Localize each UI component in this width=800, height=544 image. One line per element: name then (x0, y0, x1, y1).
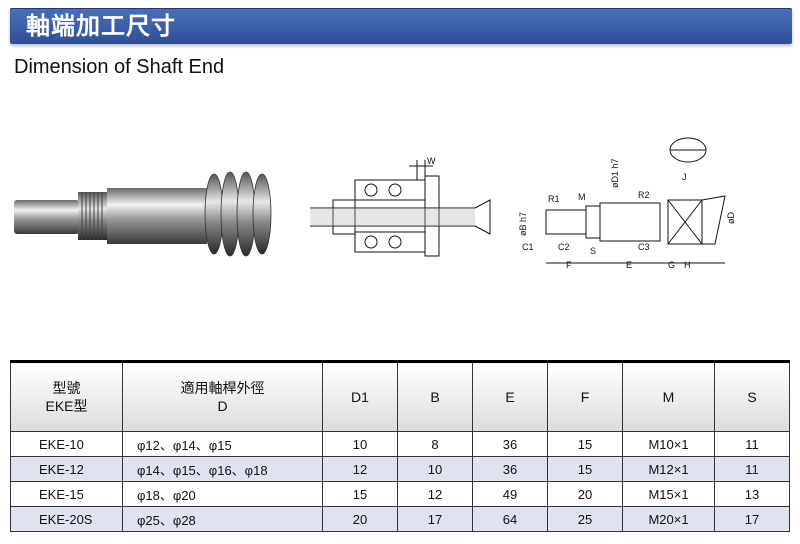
label-s: S (590, 246, 596, 256)
cell-dia: φ25、φ28 (122, 506, 323, 532)
table-row: EKE-12 φ14、φ15、φ16、φ18 12 10 36 15 M12×1… (10, 456, 790, 482)
cell-d1: 15 (322, 481, 398, 507)
cell-m: M20×1 (622, 506, 715, 532)
header-e: E (472, 361, 548, 432)
label-r1: R1 (548, 194, 560, 204)
cell-b: 10 (397, 456, 473, 482)
cell-dia: φ12、φ14、φ15 (122, 431, 323, 457)
page-title: 軸端加工尺寸 (26, 12, 176, 40)
header-m: M (622, 361, 715, 432)
cell-m: M15×1 (622, 481, 715, 507)
label-g: G (668, 260, 675, 270)
header-d1: D1 (322, 361, 398, 432)
label-c3: C3 (638, 242, 650, 252)
assembly-section-drawing: W (310, 156, 491, 257)
label-d1h7: øD1 h7 (610, 158, 620, 188)
cell-s: 11 (714, 456, 790, 482)
table-row: EKE-10 φ12、φ14、φ15 10 8 36 15 M10×1 11 (10, 431, 790, 457)
table-row: EKE-20S φ25、φ28 20 17 64 25 M20×1 17 (10, 506, 790, 532)
cell-f: 25 (547, 506, 623, 532)
cell-model: EKE-15 (10, 481, 123, 507)
header-f: F (547, 361, 623, 432)
cell-m: M12×1 (622, 456, 715, 482)
cell-f: 15 (547, 456, 623, 482)
cell-s: 17 (714, 506, 790, 532)
cell-b: 8 (397, 431, 473, 457)
title-bar: 軸端加工尺寸 (10, 8, 792, 44)
header-s: S (714, 361, 790, 432)
header-b: B (397, 361, 473, 432)
cell-b: 12 (397, 481, 473, 507)
cell-s: 11 (714, 431, 790, 457)
cell-e: 64 (472, 506, 548, 532)
cell-f: 15 (547, 431, 623, 457)
cell-e: 49 (472, 481, 548, 507)
shaft-dimension-drawing: R1 M øD1 h7 R2 J øD øB h7 C1 C2 S C3 F E… (518, 137, 736, 270)
label-h: H (684, 260, 691, 270)
cell-d1: 10 (322, 431, 398, 457)
cell-model: EKE-20S (10, 506, 123, 532)
label-w: W (427, 156, 436, 166)
cell-f: 20 (547, 481, 623, 507)
label-d: øD (726, 212, 736, 224)
label-r2: R2 (638, 190, 650, 200)
label-e: E (626, 260, 632, 270)
cell-model: EKE-10 (10, 431, 123, 457)
cell-m: M10×1 (622, 431, 715, 457)
label-b8h7: øB h7 (518, 212, 528, 236)
table-row: EKE-15 φ18、φ20 15 12 49 20 M15×1 13 (10, 481, 790, 507)
cell-model: EKE-12 (10, 456, 123, 482)
shaft-end-photo (14, 171, 272, 257)
cell-d1: 12 (322, 456, 398, 482)
page-subtitle: Dimension of Shaft End (14, 56, 225, 78)
cell-b: 17 (397, 506, 473, 532)
label-c1: C1 (522, 242, 534, 252)
cell-e: 36 (472, 456, 548, 482)
cell-s: 13 (714, 481, 790, 507)
label-f: F (566, 260, 572, 270)
cell-e: 36 (472, 431, 548, 457)
label-m: M (578, 192, 586, 202)
cell-dia: φ14、φ15、φ16、φ18 (122, 456, 323, 482)
cell-dia: φ18、φ20 (122, 481, 323, 507)
label-c2: C2 (558, 242, 570, 252)
label-j: J (682, 172, 687, 182)
cell-d1: 20 (322, 506, 398, 532)
